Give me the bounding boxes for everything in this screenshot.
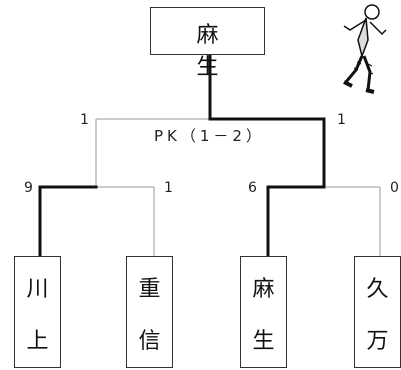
team-name-char: 信 [138,329,161,354]
semi-right-right-score: 0 [390,180,399,196]
team-box-shigenobu: 重 信 [126,256,173,368]
team-name-char: 万 [366,329,389,354]
team-box-kuman: 久 万 [354,256,401,368]
final-right-score: 1 [337,112,346,128]
semi-left-left-score: 9 [24,180,33,196]
soccer-player-icon [343,4,387,94]
team-name-char: 川 [26,277,49,302]
team-box-kawakami: 川 上 [14,256,61,368]
champion-name: 麻 生 [196,23,237,80]
semi-left-right-score: 1 [164,180,173,196]
champion-box: 麻 生 [150,7,265,80]
team-name-char: 上 [26,329,49,354]
team-box-aso: 麻 生 [240,256,287,368]
team-name-char: 麻 [252,277,275,302]
semi-right-left-score: 6 [248,180,257,196]
final-left-score: 1 [80,112,89,128]
team-name-char: 久 [366,277,389,302]
pk-label: PK（1－2） [154,127,265,145]
team-name-char: 重 [138,277,161,302]
team-name-char: 生 [252,329,275,354]
